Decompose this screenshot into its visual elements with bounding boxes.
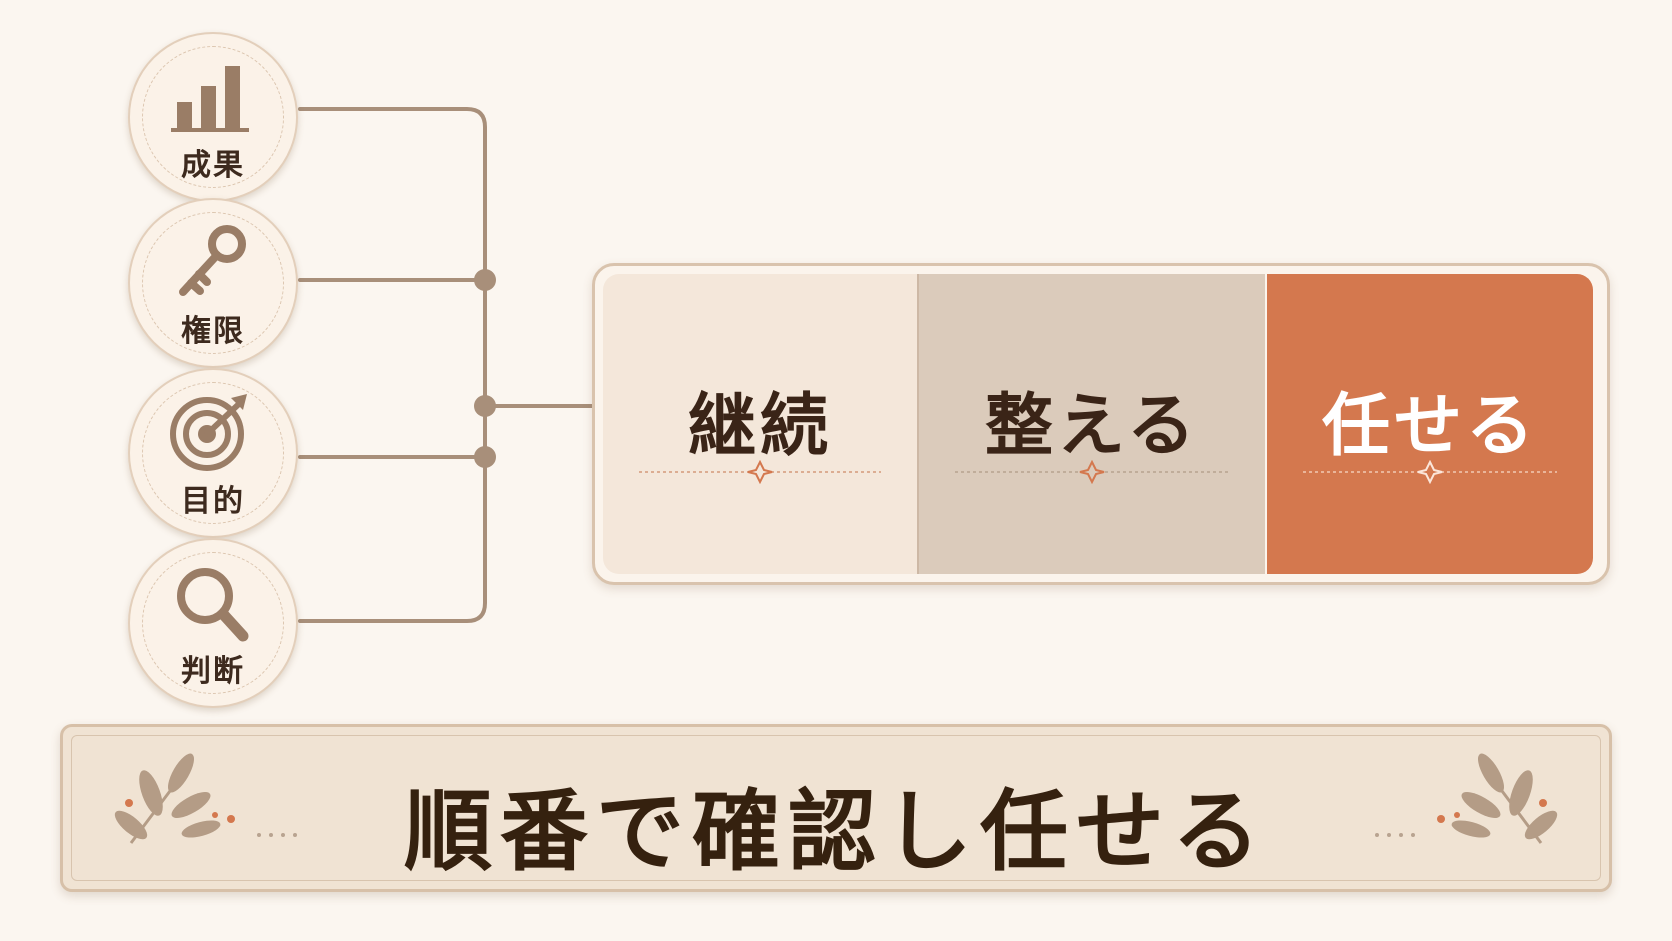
driver-circle-authority: 権限 xyxy=(128,198,298,368)
stage-arrange: 整える xyxy=(919,274,1265,574)
bar-chart-icon xyxy=(171,66,249,132)
stage-label: 整える xyxy=(985,387,1199,466)
summary-banner: 順番で確認し任せる xyxy=(60,724,1612,892)
divider-ornament xyxy=(1303,460,1557,484)
key-icon xyxy=(179,225,246,296)
driver-label: 判断 xyxy=(181,654,245,689)
driver-circle-results: 成果 xyxy=(128,32,298,202)
driver-label: 成果 xyxy=(181,148,245,183)
stage-delegate: 任せる xyxy=(1267,274,1593,574)
connector-node xyxy=(474,446,496,468)
stage-continue: 継続 xyxy=(603,274,919,574)
banner-title: 順番で確認し任せる xyxy=(403,780,1268,883)
connector-outer-bracket xyxy=(298,107,487,623)
driver-label: 権限 xyxy=(181,314,245,349)
magnifier-icon xyxy=(177,568,249,642)
driver-label: 目的 xyxy=(181,484,245,519)
target-icon xyxy=(170,394,247,471)
driver-circle-purpose: 目的 xyxy=(128,368,298,538)
divider-ornament xyxy=(955,460,1229,484)
leaf-branch-icon xyxy=(114,753,297,844)
connector-node xyxy=(474,395,496,417)
leaf-branch-icon xyxy=(1375,753,1558,844)
connector-node xyxy=(474,269,496,291)
divider-ornament xyxy=(639,460,881,484)
stage-label: 継続 xyxy=(687,387,832,466)
driver-circle-judgment: 判断 xyxy=(128,538,298,708)
stage-label: 任せる xyxy=(1321,387,1538,466)
stage-sequence: 継続 整える 任せる xyxy=(592,263,1610,585)
